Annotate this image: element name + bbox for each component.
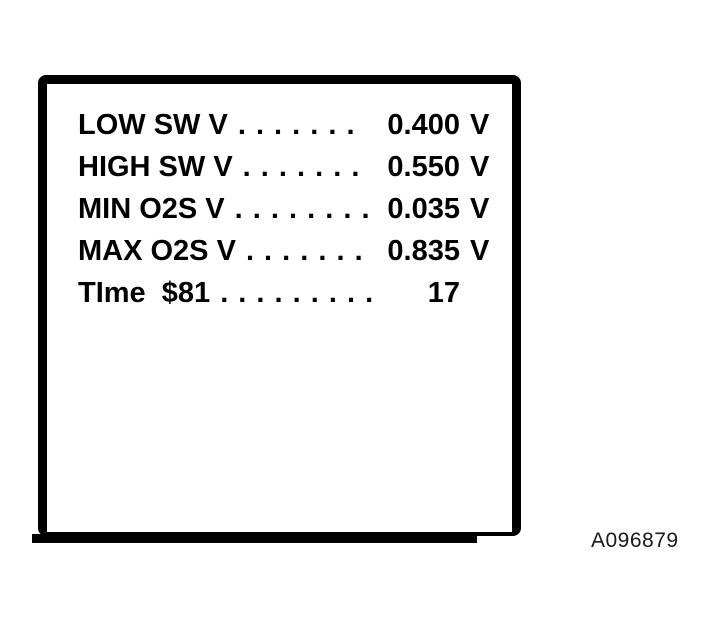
parameter-value: 0.835 xyxy=(387,235,460,267)
parameter-unit: V xyxy=(470,235,490,267)
parameter-label: MIN O2S V xyxy=(78,193,225,225)
figure-reference-number: A096879 xyxy=(591,529,679,552)
parameter-value: 0.400 xyxy=(387,109,460,141)
display-row: LOW SW V . . . . . . . 0.400 V xyxy=(78,104,492,146)
leader-dots: . . . . . . . . xyxy=(234,193,371,225)
box-drop-shadow xyxy=(32,534,477,543)
leader-dots: . . . . . . . xyxy=(242,151,361,183)
parameter-label: HIGH SW V xyxy=(78,151,233,183)
parameter-value: 0.035 xyxy=(387,193,460,225)
parameter-label: TIme $81 xyxy=(78,277,211,309)
display-row: MIN O2S V . . . . . . . . 0.035 V xyxy=(78,188,492,230)
leader-dots: . . . . . . . . . . . . . xyxy=(220,277,384,309)
scan-tool-display-box: LOW SW V . . . . . . . 0.400 V HIGH SW V… xyxy=(38,75,521,536)
parameter-unit: V xyxy=(470,151,490,183)
leader-dots: . . . . . . . xyxy=(237,109,356,141)
display-row: MAX O2S V . . . . . . . 0.835 V xyxy=(78,230,492,272)
leader-dots: . . . . . . . xyxy=(245,235,364,267)
parameter-unit: V xyxy=(470,193,490,225)
display-row: TIme $81 . . . . . . . . . . . . . 17 xyxy=(78,272,492,314)
parameter-label: MAX O2S V xyxy=(78,235,236,267)
display-row: HIGH SW V . . . . . . . 0.550 V xyxy=(78,146,492,188)
parameter-value: 0.550 xyxy=(387,151,460,183)
parameter-label: LOW SW V xyxy=(78,109,228,141)
parameter-value: 17 xyxy=(427,277,460,309)
parameter-unit: V xyxy=(470,109,490,141)
